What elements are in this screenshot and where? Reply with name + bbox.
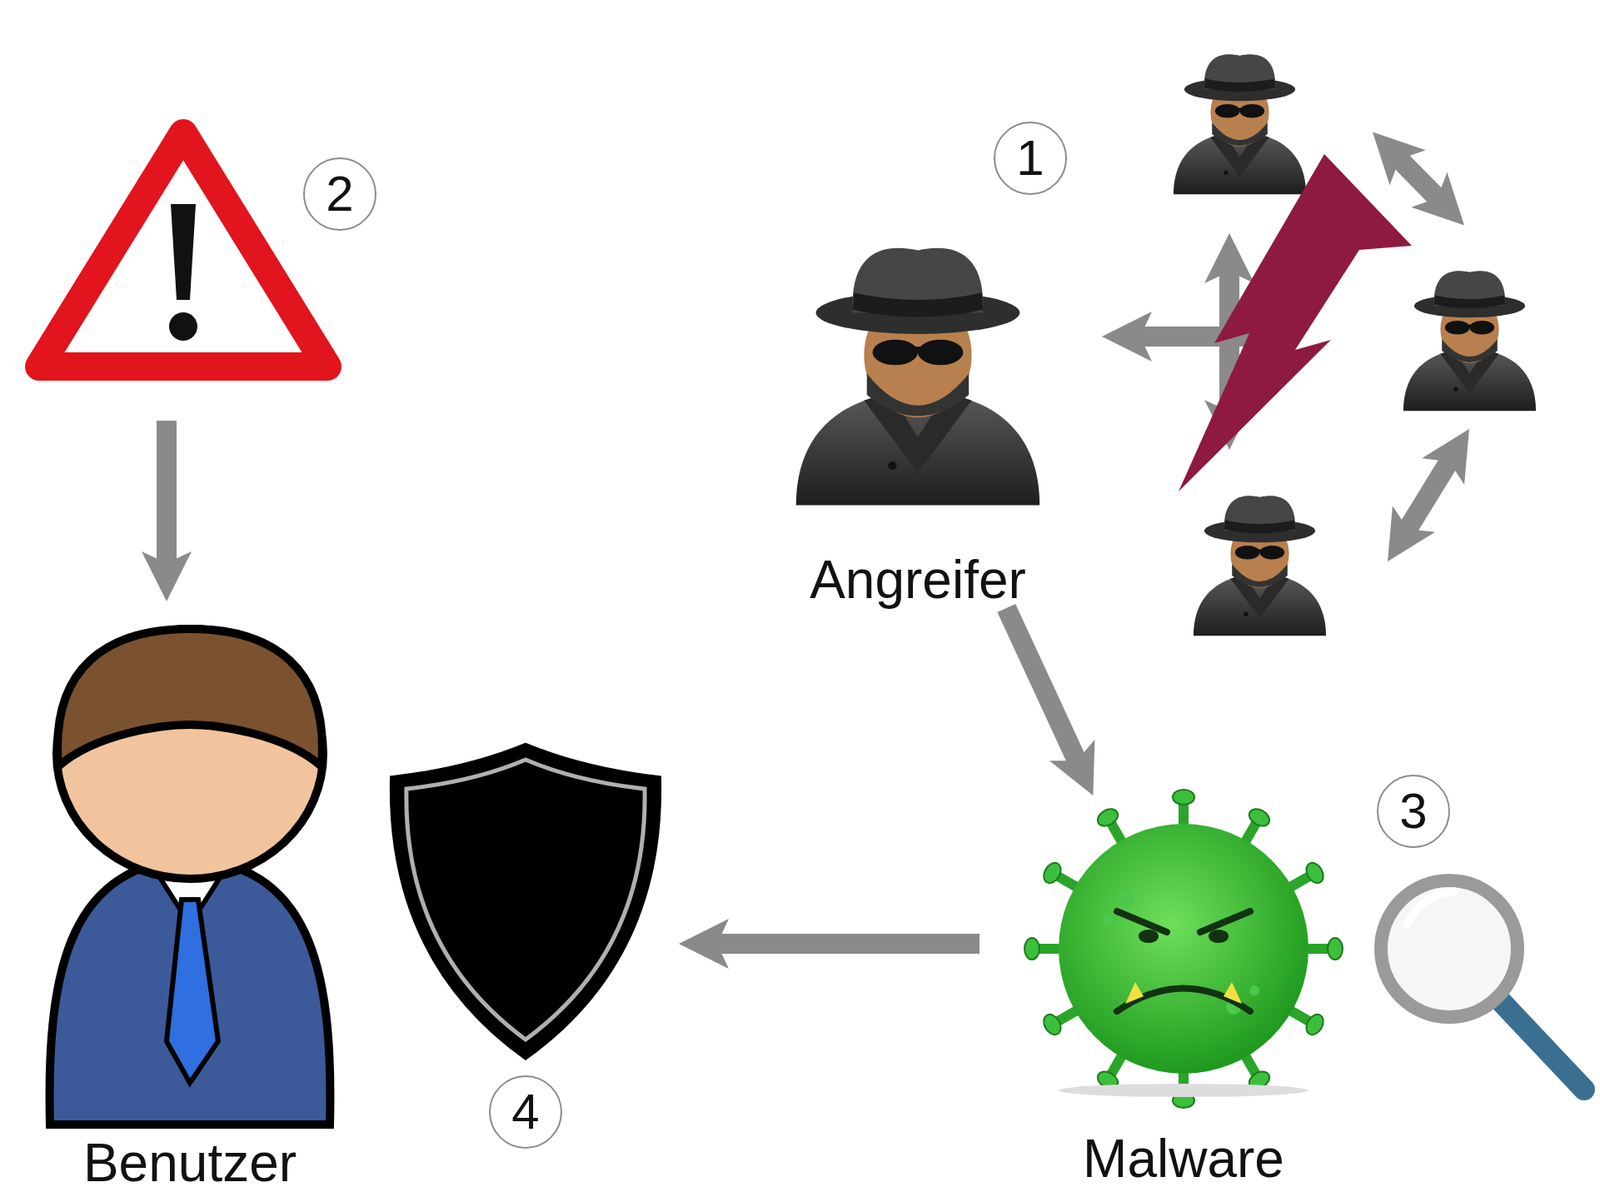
callout-number: 1: [1016, 133, 1044, 184]
malware-figure: Malware: [1025, 795, 1342, 1187]
callout-circle: 3: [1376, 774, 1451, 848]
figure-label: Angreifer: [809, 552, 1027, 609]
flow-arrow: [1006, 608, 1079, 766]
callout-number: 2: [325, 169, 354, 220]
user-figure: Benutzer: [31, 616, 349, 1192]
callout-circle: 2: [303, 157, 377, 231]
figure-label: Malware: [1082, 1131, 1285, 1187]
callout-number: 4: [511, 1086, 539, 1137]
callout-number: 3: [1399, 786, 1427, 837]
attacker-figure: Angreifer: [763, 224, 1072, 609]
figure-label: Benutzer: [83, 1135, 297, 1192]
callout-circle: 4: [488, 1075, 563, 1149]
callout-circle: 1: [993, 121, 1067, 195]
